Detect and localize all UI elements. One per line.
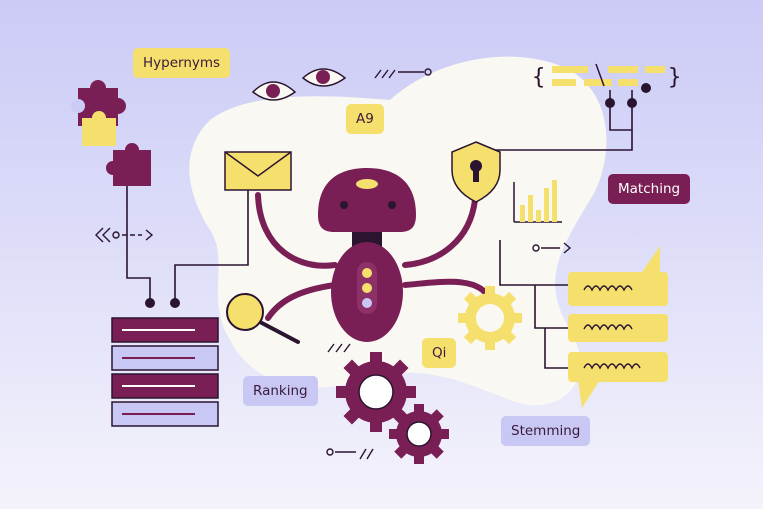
server-rack-icon xyxy=(111,317,219,427)
tag-matching: Matching xyxy=(608,174,691,204)
speech-bubble-icon xyxy=(568,246,668,408)
decorative-marks xyxy=(95,68,572,460)
puzzle-icon-bottom xyxy=(106,143,151,186)
connector-dots xyxy=(145,83,651,308)
svg-text:{: { xyxy=(532,65,545,90)
puzzle-icon-yellow xyxy=(82,111,116,146)
shield-lock-icon xyxy=(451,141,501,203)
tag-ranking: Ranking xyxy=(243,376,318,406)
gear-icon-large xyxy=(336,352,416,432)
tag-hypernyms: Hypernyms xyxy=(133,48,231,78)
gear-icon-yellow xyxy=(458,286,522,350)
bar-chart-icon xyxy=(513,180,562,223)
envelope-icon xyxy=(224,151,292,191)
eye-icon-left xyxy=(251,81,297,101)
code-braces-icon: { } xyxy=(532,63,681,90)
magnifier-icon xyxy=(226,293,300,344)
eye-icon-right xyxy=(301,68,347,87)
svg-text:}: } xyxy=(668,65,681,90)
gear-icon-small xyxy=(389,404,449,464)
tag-stemming: Stemming xyxy=(501,416,591,446)
tag-a9: A9 xyxy=(346,104,384,134)
tag-qi: Qi xyxy=(422,338,457,368)
connector-lines xyxy=(126,90,633,369)
